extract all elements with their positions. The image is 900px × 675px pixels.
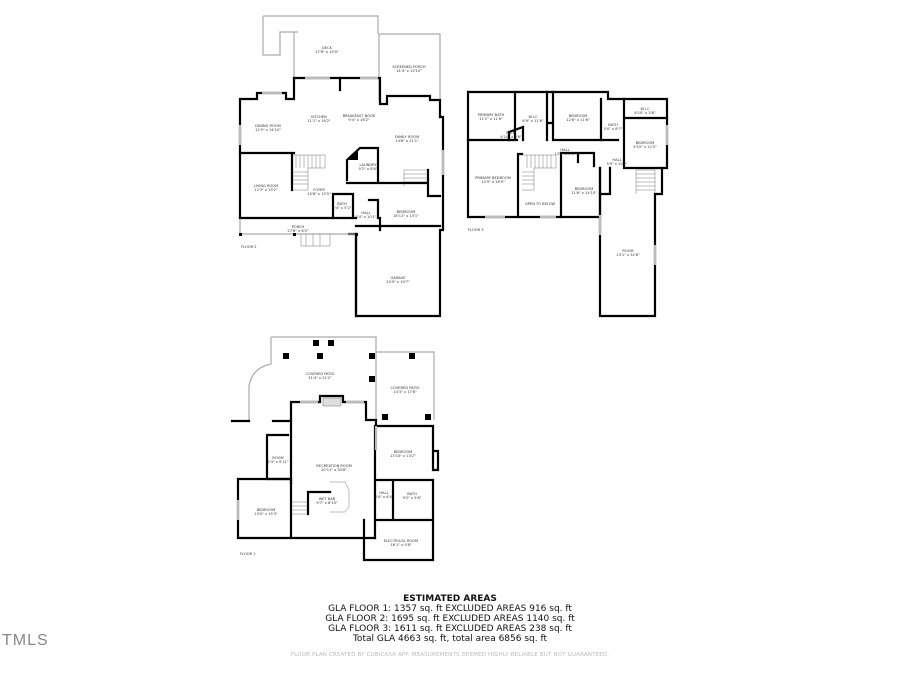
floor-1-plan: COVERED PATIO 31'4" x 21'2" COVERED PATI… [230,336,440,562]
dims-hall-2: 3'9" x 10'2" [606,162,627,166]
dims-bedroom-3: 11'6" x 14'10" [571,191,597,195]
dims-breakfast-nook: 9'4" x 16'2" [348,118,369,122]
area-line-total: Total GLA 4663 sq. ft, total area 6856 s… [352,634,548,644]
label-bedroom-f1b: BEDROOM [257,508,276,512]
dims-room-f1: 5'3" x 9'11" [267,460,288,464]
dims-bedroom-f1b: 13'0" x 15'3" [254,512,278,516]
dims-wic-2: 8'10" x 3'8" [634,111,655,115]
dims-primary-bath: 11'2" x 11'6" [479,117,503,121]
dims-garage: 20'9" x 19'7" [386,280,410,284]
dims-family-room: 14'8" x 21'1" [395,139,419,143]
floor-3-label: FLOOR 3 [468,228,484,232]
label-kitchen: KITCHEN [311,115,327,119]
dims-covered-patio-2: 14'3" x 17'8" [393,390,417,394]
label-bath-small: BATH [506,131,516,135]
label-living-room: LIVING ROOM [254,184,278,188]
label-garage: GARAGE [390,276,406,280]
label-primary-bath: PRIMARY BATH [478,113,505,117]
area-line-floor-2: GLA FLOOR 2: 1695 sq. ft EXCLUDED AREAS … [325,614,575,624]
area-line-floor-3: GLA FLOOR 3: 1611 sq. ft EXCLUDED AREAS … [328,624,572,634]
floor-2-label: FLOOR 2 [241,245,257,249]
dims-bedroom-2: 9'10" x 12'5" [633,145,657,149]
label-wic-2: W.I.C [641,107,650,111]
label-porch: PORCH [292,225,305,229]
label-bedroom-3: BEDROOM [575,187,594,191]
label-dining-room: DINING ROOM [255,124,280,128]
dims-hall-f1: 4'4" x 6'4" [375,495,394,499]
dims-porch: 27'8" x 6'2" [287,229,308,233]
label-open-to-below: OPEN TO BELOW [525,202,556,206]
label-laundry: LAUNDRY [359,163,377,167]
label-hall: HALL [361,211,370,215]
dims-bedroom: 16'11" x 13'1" [393,214,419,218]
label-bedroom: BEDROOM [397,210,416,214]
dims-hall: 3'4" x 10'1" [355,215,376,219]
label-deck: DECK [322,46,333,50]
dims-recreation-room: 20'11" x 33'8" [321,468,347,472]
dims-bedroom-1: 12'6" x 11'6" [566,118,590,122]
label-wet-bar: WET BAR [319,497,336,501]
label-breakfast-nook: BREAKFAST NOOK [343,114,376,118]
dims-kitchen: 11'1" x 16'2" [307,119,331,123]
dims-electrical-room: 16'1" x 5'8" [390,543,411,547]
label-wic: W.I.C [529,115,538,119]
area-line-floor-1: GLA FLOOR 1: 1357 sq. ft EXCLUDED AREAS … [328,604,572,614]
floor-1-label: FLOOR 1 [240,552,256,556]
dims-laundry: 5'2" x 8'8" [359,167,378,171]
dims-room: 13'1" x 32'8" [616,253,640,257]
dims-dining-room: 12'9" x 14'10" [255,128,281,132]
dims-bath-2: 5'0" x 8'7" [604,127,623,131]
dims-bath: 5'4" x 5'2" [333,206,352,210]
dims-deck: 27'8" x 15'0" [315,50,339,54]
floor-2-plan: DECK 27'8" x 15'0" SCREENED PORCH 14'4" … [238,15,445,318]
label-bath-2: BATH [608,123,618,127]
label-electrical-room: ELECTRICAL ROOM [384,539,418,543]
label-room-f1: ROOM [272,456,283,460]
label-screened-porch: SCREENED PORCH [392,65,426,69]
label-bedroom-2: BEDROOM [636,141,655,145]
dims-bath-small: 4'10" x 3'6" [500,135,521,139]
label-bath-f1: BATH [407,492,417,496]
dims-wet-bar: 9'7" x 8'10" [316,501,337,505]
label-covered-patio-2: COVERED PATIO [391,386,420,390]
dims-covered-patio-1: 31'4" x 21'2" [308,376,332,380]
dims-bath-f1: 9'2" x 5'8" [403,496,422,500]
dims-bedroom-f1a: 13'10" x 13'2" [390,454,416,458]
dims-living-room: 12'3" x 15'2" [254,188,278,192]
label-bedroom-1: BEDROOM [569,114,588,118]
estimated-areas: ESTIMATED AREAS GLA FLOOR 1: 1357 sq. ft… [300,594,600,644]
dims-wic: 6'9" x 11'6" [522,119,543,123]
disclaimer-footer: FLOOR PLAN CREATED BY CUBICASA APP. MEAS… [290,652,610,658]
label-family-room: FAMILY ROOM [395,135,419,139]
label-bedroom-f1a: BEDROOM [394,450,413,454]
estimated-areas-heading: ESTIMATED AREAS [403,594,497,604]
floor-3-plan: PRIMARY BATH 11'2" x 11'6" W.I.C 6'9" x … [466,90,669,318]
label-hall-2: HALL [612,158,621,162]
dims-hall-1: 13'7" x 6'6" [554,152,575,156]
dims-foyer: 10'8" x 15'5" [307,192,331,196]
mls-logo: TMLS [2,632,49,649]
dims-screened-porch: 14'4" x 15'10" [396,69,422,73]
label-bath: BATH [337,202,347,206]
label-hall-1: HALL [560,148,569,152]
label-foyer: FOYER [313,188,325,192]
label-room: ROOM [622,249,633,253]
label-recreation-room: RECREATION ROOM [316,464,351,468]
label-covered-patio-1: COVERED PATIO [306,372,335,376]
label-hall-f1: HALL [379,491,388,495]
label-primary-bedroom: PRIMARY BEDROOM [475,176,511,180]
dims-primary-bedroom: 12'9" x 18'9" [481,180,505,184]
